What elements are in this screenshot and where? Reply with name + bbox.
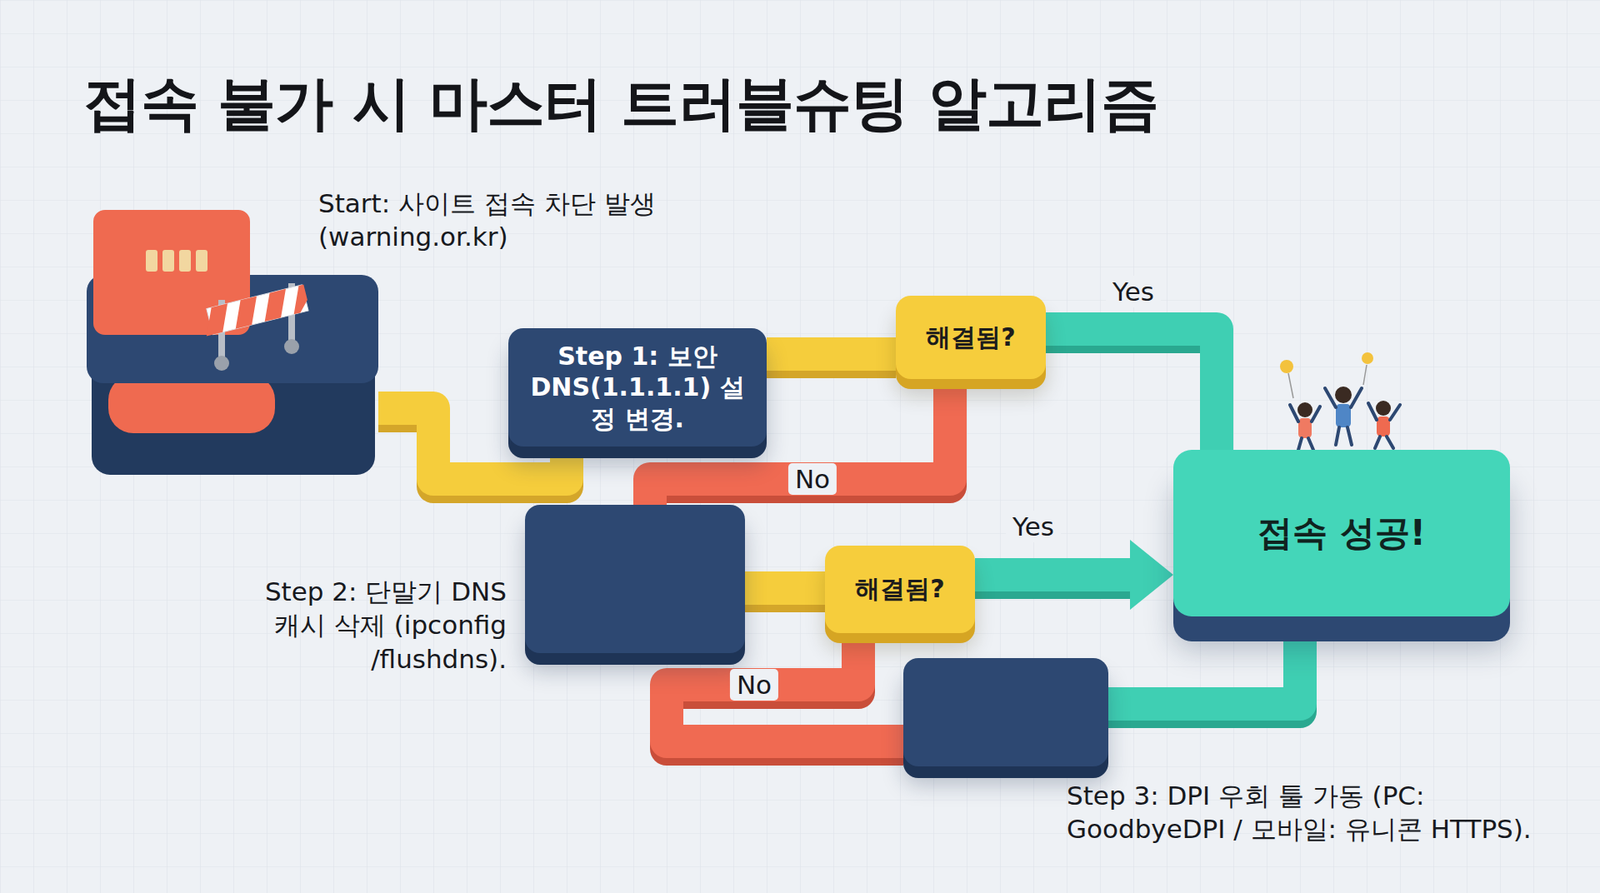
connector-band [1108, 616, 1300, 705]
person-body [1298, 418, 1312, 439]
person-body [1335, 404, 1351, 428]
platform-stripe [108, 375, 275, 434]
process-box: Step 3: DPI 우회 툴 가동 (PC: GoodbyeDPI / 모바… [903, 658, 1109, 767]
person-head [1335, 386, 1352, 404]
edge-label: No [788, 463, 837, 495]
node-text: 해결됨? [925, 320, 1015, 355]
node-text: 접속 성공! [1257, 510, 1426, 557]
panel-slot [145, 250, 158, 272]
step-label: Start: 사이트 접속 차단 발생 (warning.or.kr) [318, 186, 685, 255]
post-foot [214, 355, 230, 371]
flow-connector [1045, 329, 1217, 458]
person-limbs [1290, 405, 1320, 450]
flow-connector [766, 354, 896, 362]
connector-band [1045, 329, 1217, 450]
flow-connector [745, 588, 825, 596]
process-box: Step 1: 보안 DNS(1.1.1.1) 설정 변경. [508, 328, 767, 448]
success-box: 접속 성공! [1173, 450, 1510, 617]
balloon [1280, 360, 1294, 374]
connector-band [745, 571, 825, 605]
person-limbs [1325, 388, 1362, 445]
decision-box: 해결됨? [895, 295, 1046, 380]
connector-shadow [766, 345, 896, 379]
start-block: Start: 사이트 접속 차단 발생 (warning.or.kr) [86, 275, 379, 475]
flow-connector [975, 540, 1174, 610]
step-label: Step 2: 단말기 DNS 캐시 삭제 (ipconfig /flushdn… [231, 575, 507, 676]
panel-slot [162, 250, 175, 272]
balloon-string [1363, 365, 1367, 385]
step-label: Step 3: DPI 우회 툴 가동 (PC: GoodbyeDPI / 모바… [1066, 779, 1588, 847]
edge-label: Yes [1105, 275, 1161, 308]
balloon-string [1288, 373, 1294, 399]
connector-band [766, 337, 896, 371]
connector-shadow [1045, 336, 1217, 458]
balloon [1361, 352, 1374, 365]
panel-slot [195, 250, 208, 272]
edge-label: No [730, 669, 779, 701]
flow-connector [1108, 616, 1300, 712]
process-box: Step 2: 단말기 DNS 캐시 삭제 (ipconfig /flushdn… [525, 505, 745, 654]
node-text: Step 1: 보안 DNS(1.1.1.1) 설정 변경. [523, 340, 752, 435]
person-head [1297, 402, 1313, 418]
connector-band [975, 558, 1137, 592]
celebrating-people [1280, 352, 1400, 450]
connector-shadow [745, 579, 825, 613]
panel-slot [179, 250, 191, 272]
arrow-head [1130, 540, 1174, 610]
diagram-title: 접속 불가 시 마스터 트러블슈팅 알고리즘 [83, 65, 1159, 144]
barrier-bar [200, 284, 310, 336]
edge-label: Yes [1005, 510, 1061, 543]
person-body [1376, 416, 1390, 437]
person-limbs [1368, 403, 1400, 449]
connector-shadow [975, 565, 1137, 600]
bar-stripes [200, 284, 310, 336]
node-text: 해결됨? [855, 572, 945, 607]
decision-box: 해결됨? [825, 545, 975, 634]
post-foot [284, 339, 300, 355]
person-head [1375, 400, 1391, 416]
